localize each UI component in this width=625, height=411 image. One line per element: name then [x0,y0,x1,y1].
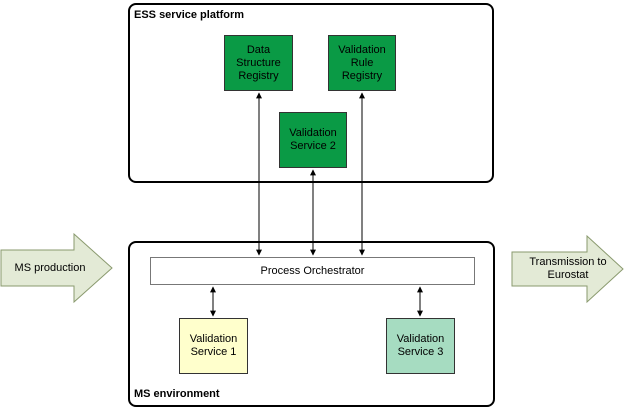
validation-rule-registry-line-3: Registry [341,69,383,82]
validation-service-1-line-1: Validation [189,333,238,345]
ms-production-label: MS production [4,250,96,286]
transmission-line-2: Eurostat [547,269,589,281]
validation-rule-registry-box: Validation Rule Registry [328,35,396,91]
data-structure-registry-line-3: Registry [238,69,279,82]
transmission-line-1: Transmission to [529,256,607,268]
data-structure-registry-line-2: Structure [236,56,281,69]
validation-service-3-box: Validation Service 3 [386,318,455,374]
validation-service-2-box: Validation Service 2 [279,112,347,168]
data-structure-registry-line-1: Data [246,43,271,56]
validation-rule-registry-line-1: Validation [338,43,386,56]
process-orchestrator-bar: Process Orchestrator [150,257,475,285]
ms-production-text: MS production [14,261,86,274]
validation-rule-registry-line-2: Rule [350,56,374,69]
transmission-arrow-shape [511,234,624,304]
validation-service-2-line-2: Service 2 [290,140,336,152]
process-orchestrator-label: Process Orchestrator [260,265,365,277]
ms-environment-title: MS environment [134,388,220,400]
data-structure-registry-box: Data Structure Registry [224,35,293,91]
validation-service-2-line-1: Validation [289,127,337,139]
validation-service-3-line-2: Service 3 [397,346,444,358]
transmission-label: Transmission to Eurostat [516,252,620,286]
ms-production-arrow-shape [0,232,113,304]
validation-service-1-line-2: Service 1 [190,346,237,358]
ess-service-platform-title: ESS service platform [134,9,245,21]
validation-service-3-line-1: Validation [396,333,445,345]
validation-service-1-box: Validation Service 1 [179,318,248,374]
